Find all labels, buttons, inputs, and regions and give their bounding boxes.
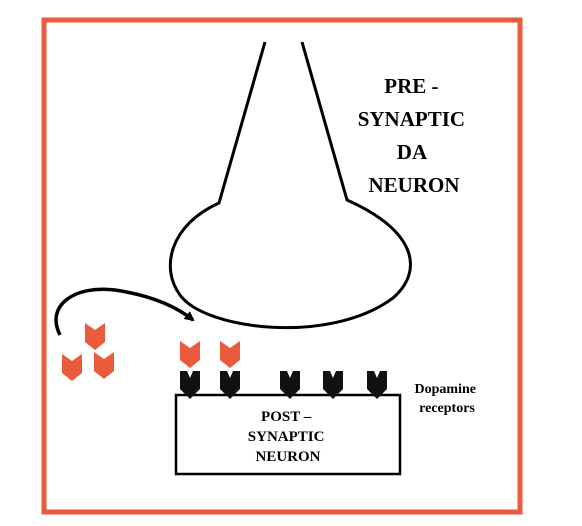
dopamine-receptor-icon [367,371,387,399]
dopamine-molecule-icon [220,341,240,368]
presynaptic-label-line: SYNAPTIC [358,107,465,131]
postsynaptic-label: POST – SYNAPTIC NEURON [248,409,328,465]
dopamine-molecule-icon [180,341,200,368]
diagram-frame [41,17,523,515]
receptors-label-line: receptors [419,401,475,416]
postsynaptic-neuron-box [174,393,402,476]
receptors-label: Dopamine receptors [415,382,480,416]
postsynaptic-label-line: NEURON [255,449,320,465]
dopamine-molecule-icon [62,354,82,381]
receptors-label-line: Dopamine [415,382,476,397]
dopamine-molecule-icon [94,352,114,379]
presynaptic-label-line: PRE - [384,74,438,98]
presynaptic-label-line: NEURON [368,173,459,197]
dopamine-receptor-icon [220,371,240,399]
presynaptic-label-line: DA [397,140,428,164]
dopamine-receptor-icon [323,371,343,399]
presynaptic-neuron-outline [168,41,412,330]
dopamine-molecule-icon [85,323,105,350]
postsynaptic-label-line: POST – [261,409,312,425]
dopamine-receptor-icon [180,371,200,399]
curved-arrow-icon [54,287,195,336]
dopamine-molecule-group [62,323,240,381]
presynaptic-label: PRE - SYNAPTIC DA NEURON [358,74,471,197]
receptor-group [180,371,387,399]
postsynaptic-label-line: SYNAPTIC [248,429,325,445]
dopamine-receptor-icon [280,371,300,399]
